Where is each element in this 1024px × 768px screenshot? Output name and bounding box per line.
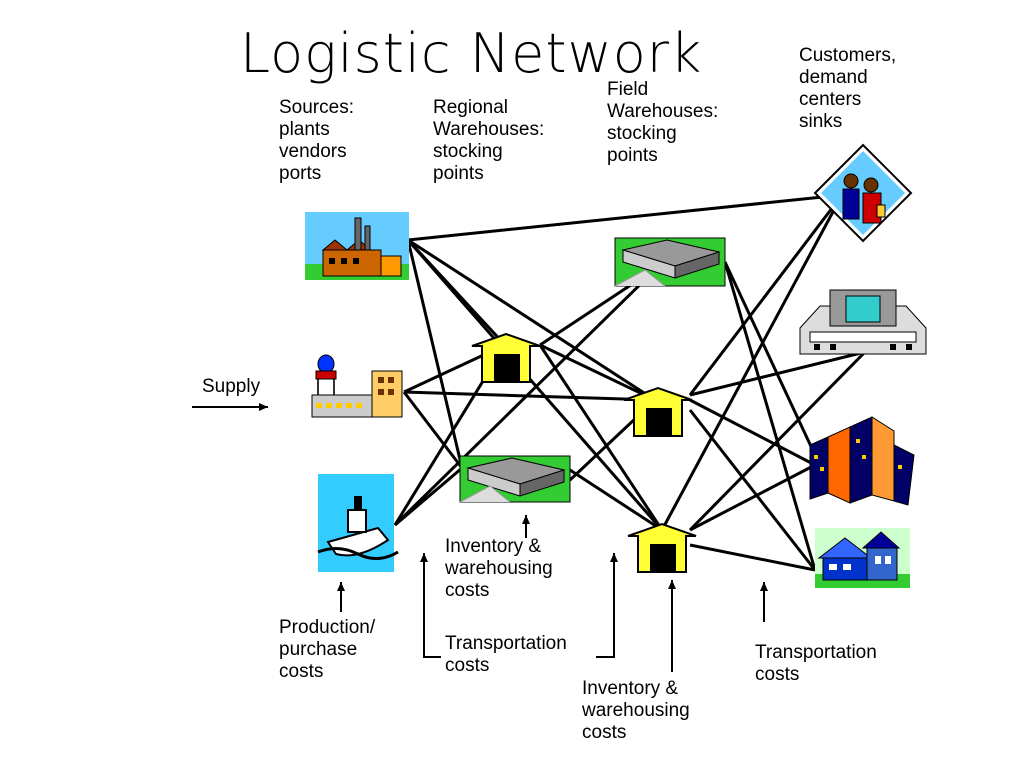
regional-header-line: points xyxy=(433,163,484,184)
transportation-cost-label-2: Transportation costs xyxy=(755,642,877,686)
link xyxy=(660,194,844,531)
link xyxy=(538,344,664,531)
production-cost-label: Production/ purchase costs xyxy=(279,617,375,683)
page-title: Logistic Network xyxy=(240,22,703,85)
link xyxy=(689,398,816,467)
house-icon xyxy=(815,528,910,588)
link xyxy=(569,468,663,532)
inventory-cost-label: Inventory & warehousing costs xyxy=(445,536,553,602)
transportation-cost-line: costs xyxy=(445,655,490,676)
sources-header-line: ports xyxy=(279,163,322,184)
warehouse-building-icon xyxy=(459,455,571,503)
field-warehouses-header: Field Warehouses: stocking points xyxy=(607,79,718,167)
warehouse-arrow-icon xyxy=(623,386,693,437)
customers-header: Customers, demand centers sinks xyxy=(799,45,896,133)
network-links xyxy=(393,193,867,572)
field-header-line: points xyxy=(607,145,658,166)
link xyxy=(689,463,816,532)
warehouse-arrow-icon xyxy=(471,332,541,383)
link xyxy=(723,261,817,456)
customers-header-line: demand xyxy=(799,67,868,88)
customers-header-line: Customers, xyxy=(799,45,897,66)
link xyxy=(539,343,656,402)
mall-icon xyxy=(799,289,927,355)
link xyxy=(723,261,817,571)
sources-header: Sources: plants vendors ports xyxy=(279,97,354,185)
sources-header-line: plants xyxy=(279,119,330,140)
sources-header-line: vendors xyxy=(279,141,347,162)
ship-port-icon xyxy=(317,474,399,572)
transportation-cost-label: Transportation costs xyxy=(445,633,567,677)
warehouse-building-icon xyxy=(614,237,726,287)
transportation-cost-bracket-right xyxy=(596,553,618,658)
transportation-cost-line: Transportation xyxy=(445,633,567,654)
city-icon xyxy=(809,416,915,506)
link xyxy=(403,390,656,402)
production-cost-line: Production/ xyxy=(279,617,376,638)
regional-warehouses-header: Regional Warehouses: stocking points xyxy=(433,97,544,185)
link xyxy=(393,265,660,527)
inventory-cost-line: warehousing xyxy=(582,700,690,721)
people-icon xyxy=(813,143,913,243)
factory-icon xyxy=(305,212,409,280)
inventory-cost-label-2: Inventory & warehousing costs xyxy=(582,678,690,744)
regional-header-line: Regional xyxy=(433,97,508,118)
link xyxy=(689,543,816,572)
inventory-cost-line: Inventory & xyxy=(445,536,542,557)
inventory-cost-line: warehousing xyxy=(445,558,553,579)
transportation-cost-bracket-left xyxy=(420,553,441,658)
field-header-line: Warehouses: xyxy=(607,101,719,122)
link xyxy=(406,239,664,531)
water-tower-plant-icon xyxy=(311,354,403,418)
warehouse-arrow-icon xyxy=(627,522,697,573)
link xyxy=(402,391,464,469)
inventory-cost-line: costs xyxy=(582,722,627,743)
regional-header-line: stocking xyxy=(433,141,503,162)
link xyxy=(407,238,656,402)
link xyxy=(689,350,866,397)
transportation-cost-line: costs xyxy=(755,664,800,685)
inventory-cost-line: costs xyxy=(445,580,490,601)
production-cost-line: purchase xyxy=(279,639,358,660)
inventory-cost-line: Inventory & xyxy=(582,678,679,699)
link xyxy=(688,194,844,396)
field-header-line: Field xyxy=(607,79,649,100)
link xyxy=(407,193,843,242)
regional-header-line: Warehouses: xyxy=(433,119,545,140)
link xyxy=(688,350,867,532)
field-header-line: stocking xyxy=(607,123,677,144)
customers-header-line: sinks xyxy=(799,111,843,132)
sources-header-line: Sources: xyxy=(279,97,354,118)
production-cost-line: costs xyxy=(279,661,324,682)
supply-label: Supply xyxy=(202,376,261,397)
customers-header-line: centers xyxy=(799,89,862,110)
transportation-cost-line: Transportation xyxy=(755,642,877,663)
